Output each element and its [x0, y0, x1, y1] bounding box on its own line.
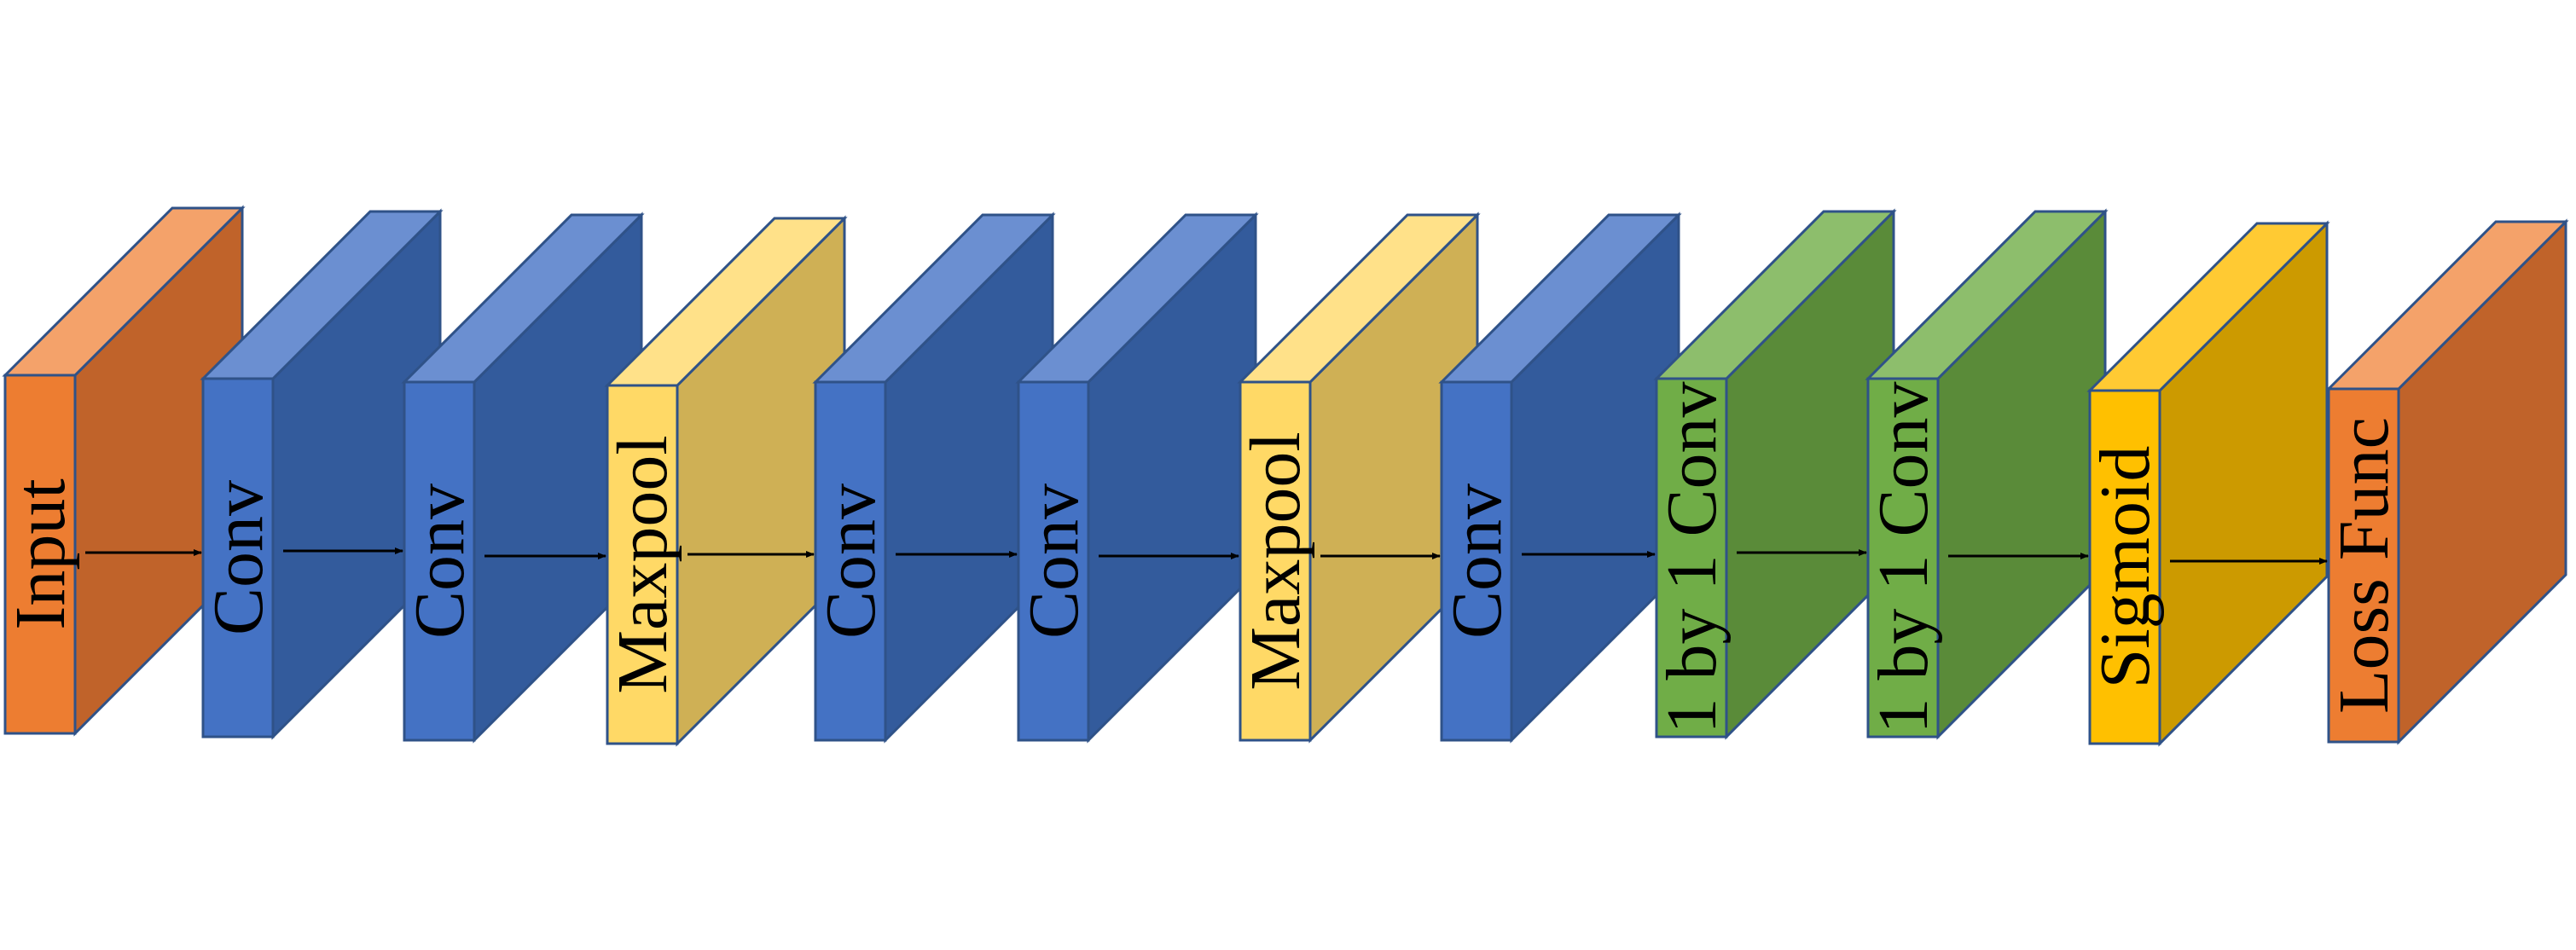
layer-block-7: Maxpool [1236, 211, 1481, 744]
layer-front-face [1017, 380, 1090, 742]
layer-label: Sigmoid [2086, 446, 2165, 689]
layer-block-12: Loss Func [2324, 218, 2569, 745]
layer-block-3: Conv [400, 211, 645, 744]
layer-front-face [606, 384, 679, 745]
layer-label: Maxpool [1236, 432, 1315, 690]
flow-arrows [85, 547, 2328, 565]
layer-block-10: 1 by 1 Conv [1864, 208, 2109, 740]
layer-label: Conv [199, 480, 278, 635]
layer-label: Loss Func [2324, 417, 2404, 714]
layer-front-face [2088, 389, 2161, 745]
layer-front-face [3, 374, 77, 735]
layer-front-face [1440, 380, 1513, 742]
layer-label: Input [1, 478, 80, 629]
layer-front-face [403, 380, 476, 742]
layer-blocks: Input Conv Conv Maxpool Conv Conv Maxpool Conv 1… [1, 205, 2569, 747]
layer-block-9: 1 by 1 Conv [1652, 208, 1897, 740]
layer-block-6: Conv [1014, 211, 1259, 744]
layer-block-8: Conv [1437, 211, 1682, 744]
layer-label: 1 by 1 Conv [1652, 381, 1732, 733]
layer-label: 1 by 1 Conv [1864, 381, 1943, 733]
layer-front-face [1655, 377, 1728, 739]
layer-label: Conv [811, 484, 891, 639]
layer-front-face [201, 377, 275, 739]
layer-front-face [1866, 377, 1940, 739]
layer-block-5: Conv [811, 211, 1056, 744]
layer-block-1: Input [1, 205, 246, 737]
layer-block-4: Maxpool [603, 215, 848, 747]
layer-front-face [2327, 387, 2400, 744]
layer-front-face [1239, 380, 1312, 742]
layer-label: Conv [1014, 484, 1094, 639]
layer-block-2: Conv [199, 208, 444, 740]
layer-label: Conv [400, 484, 479, 639]
layer-label: Maxpool [603, 435, 682, 693]
layer-label: Conv [1437, 484, 1517, 639]
layer-front-face [814, 380, 887, 742]
layer-block-11: Sigmoid [2086, 220, 2330, 747]
